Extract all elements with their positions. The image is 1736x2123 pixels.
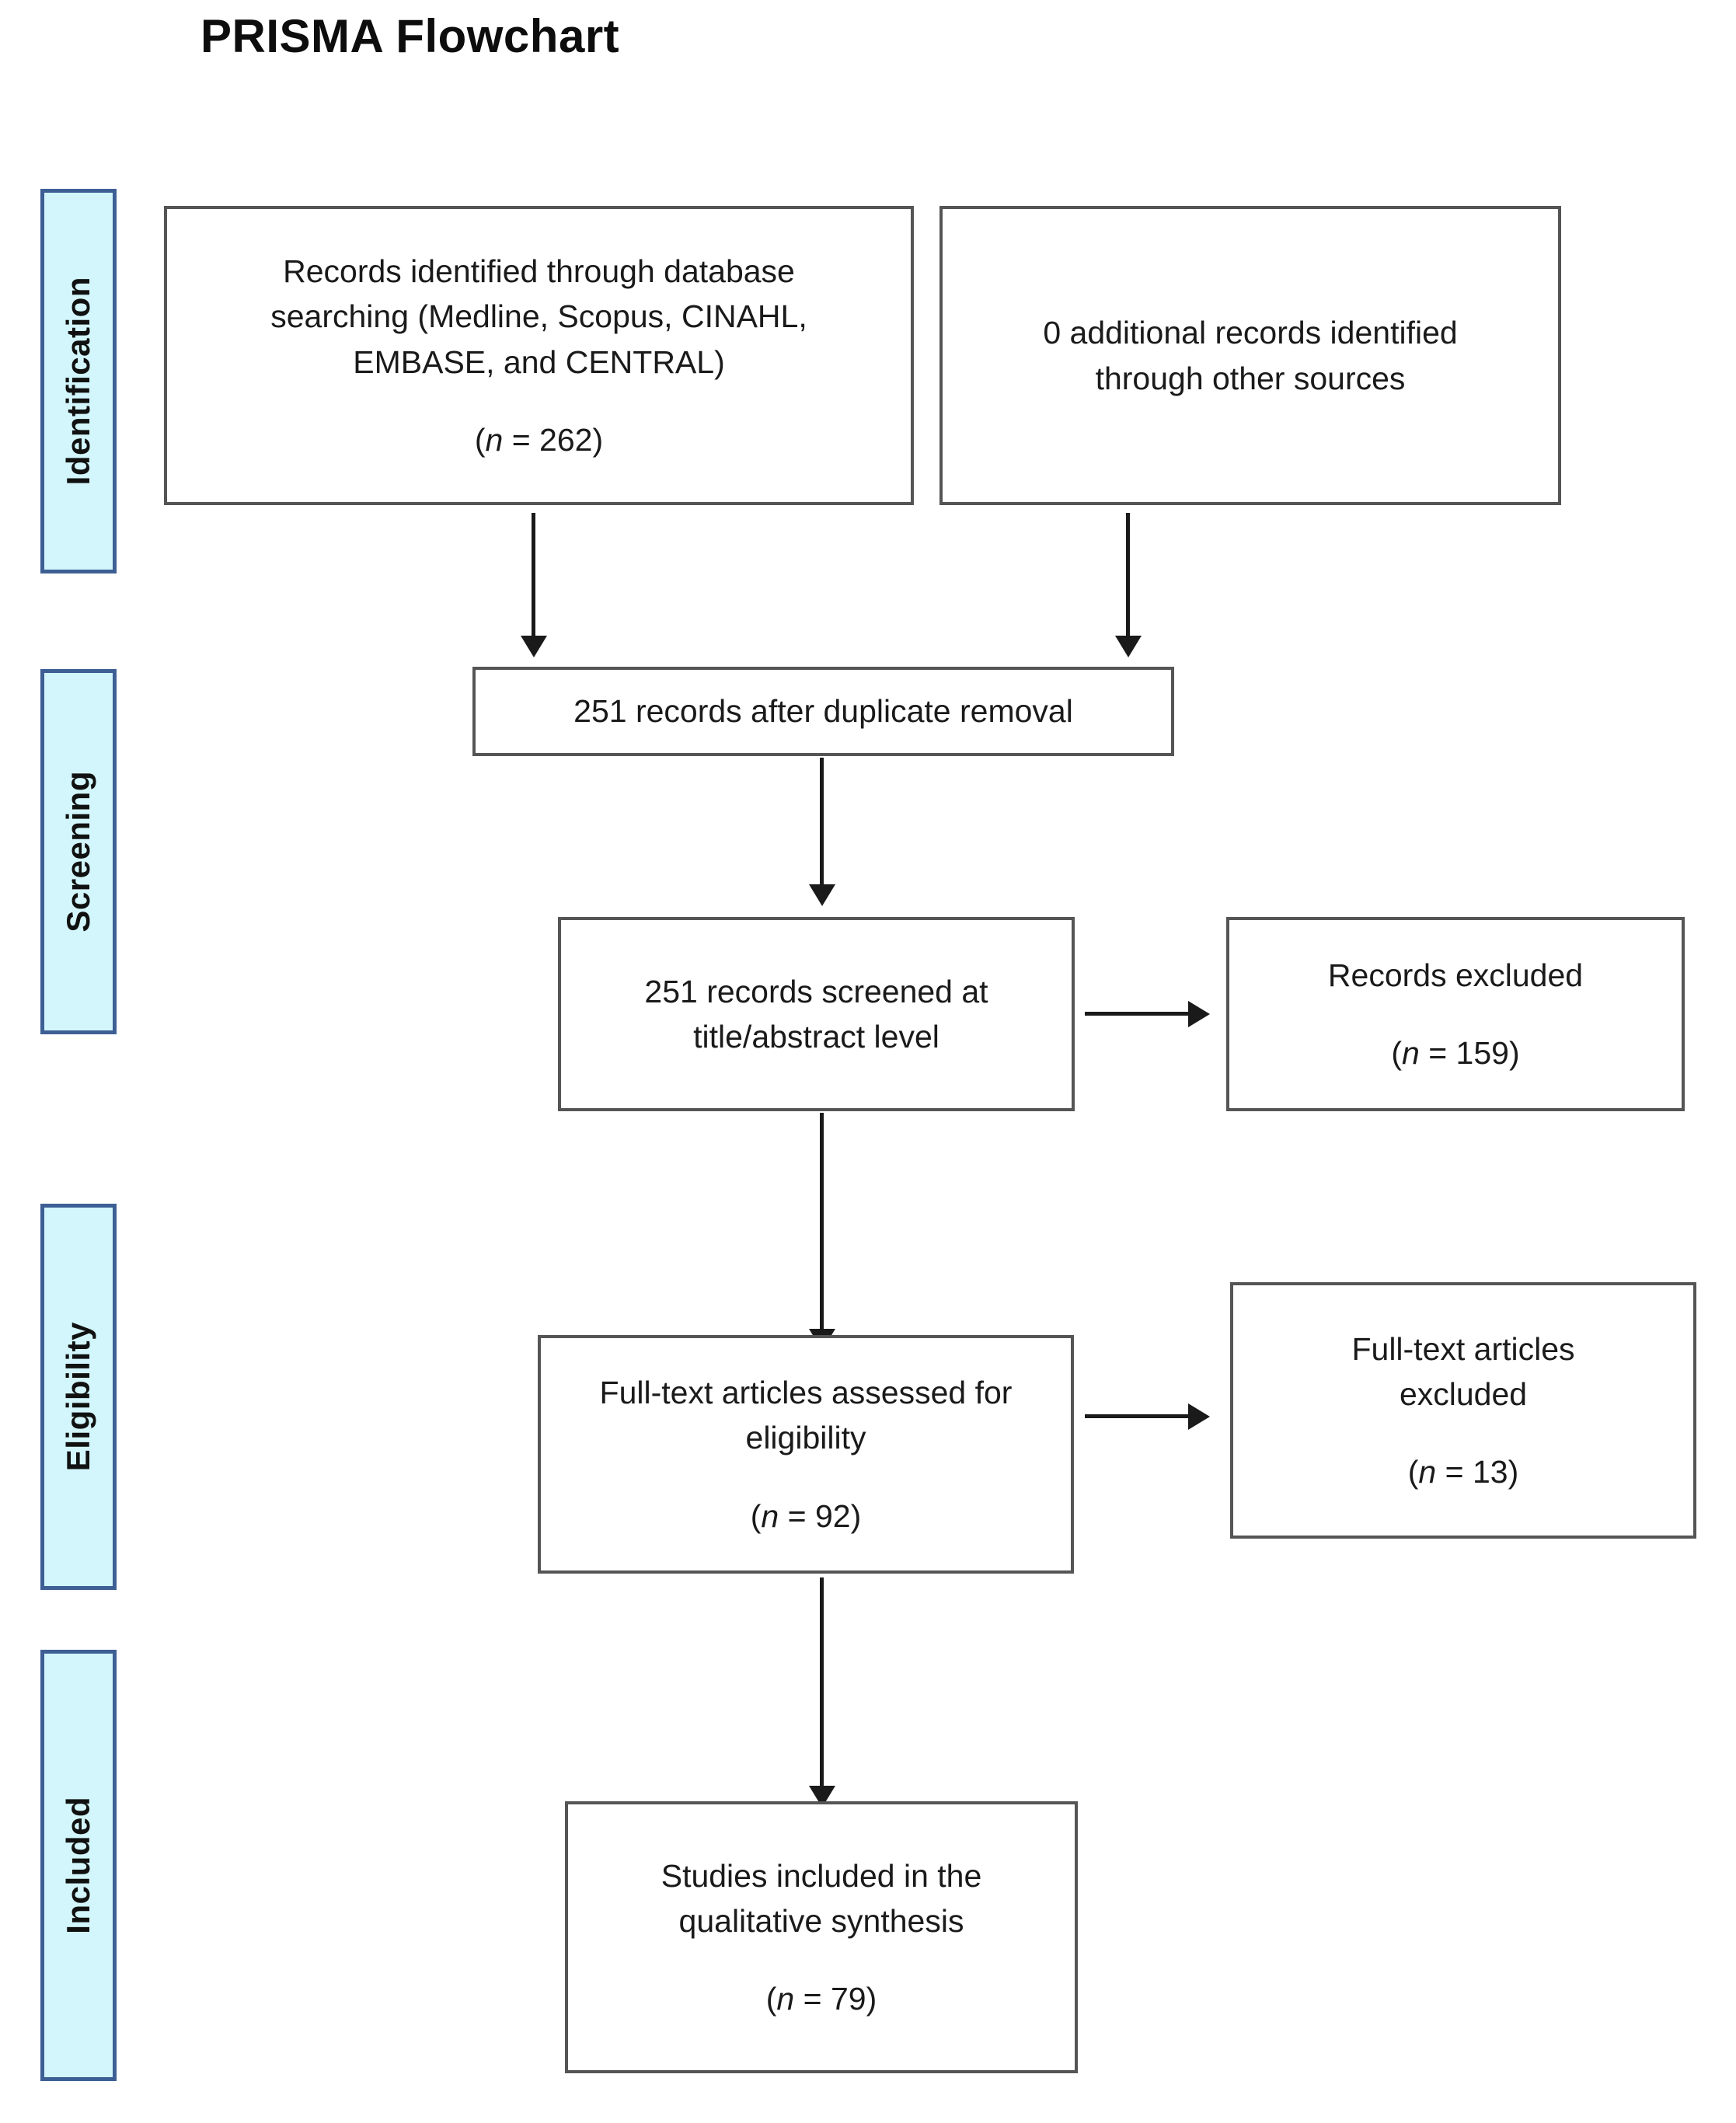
arrow-fulltext-to-excluded: [1085, 1414, 1190, 1418]
box-other-records: 0 additional records identified through …: [939, 206, 1561, 505]
box-screened: 251 records screened at title/abstract l…: [558, 917, 1075, 1111]
stage-included: Included: [40, 1650, 117, 2081]
database-records-line3: EMBASE, and CENTRAL): [353, 343, 725, 380]
arrow-duplicates-to-screened: [820, 758, 824, 886]
fulltext-excluded-line2: excluded: [1399, 1375, 1528, 1412]
arrow-other-to-duplicates: [1126, 513, 1130, 637]
arrow-database-to-duplicates: [532, 513, 535, 637]
stage-eligibility: Eligibility: [40, 1204, 117, 1590]
stage-screening: Screening: [40, 669, 117, 1034]
arrow-screened-to-excluded: [1085, 1012, 1190, 1016]
box-fulltext-assessed: Full-text articles assessed for eligibil…: [538, 1335, 1074, 1574]
screened-line2: title/abstract level: [693, 1019, 939, 1055]
box-included-studies: Studies included in the qualitative synt…: [565, 1801, 1078, 2073]
fulltext-excluded-line1: Full-text articles: [1351, 1330, 1575, 1367]
other-records-line1: 0 additional records identified: [1043, 315, 1458, 351]
box-database-records: Records identified through database sear…: [164, 206, 914, 505]
fulltext-assessed-line1: Full-text articles assessed for: [599, 1375, 1013, 1411]
arrow-screened-to-fulltext: [820, 1113, 824, 1330]
other-records-line2: through other sources: [1095, 360, 1406, 396]
fulltext-assessed-count: (n = 92): [750, 1497, 862, 1534]
box-after-duplicates: 251 records after duplicate removal: [472, 667, 1174, 756]
fulltext-assessed-line2: eligibility: [745, 1420, 866, 1456]
included-studies-count: (n = 79): [765, 1981, 877, 2017]
records-excluded-line1: Records excluded: [1327, 957, 1584, 993]
included-studies-line2: qualitative synthesis: [678, 1902, 964, 1939]
page-title: PRISMA Flowchart: [200, 10, 620, 62]
records-excluded-count: (n = 159): [1391, 1035, 1520, 1071]
stage-included-label: Included: [60, 1797, 96, 1934]
stage-identification: Identification: [40, 189, 117, 573]
database-records-line2: searching (Medline, Scopus, CINAHL,: [270, 298, 807, 335]
box-fulltext-excluded: Full-text articles excluded (n = 13): [1230, 1282, 1696, 1539]
fulltext-excluded-count: (n = 13): [1407, 1454, 1519, 1490]
after-duplicates-line1: 251 records after duplicate removal: [573, 693, 1073, 730]
stage-identification-label: Identification: [60, 277, 96, 486]
stage-screening-label: Screening: [60, 771, 96, 933]
arrow-fulltext-to-included: [820, 1577, 824, 1787]
database-records-line1: Records identified through database: [283, 253, 795, 290]
screened-line1: 251 records screened at: [644, 973, 988, 1009]
included-studies-line1: Studies included in the: [661, 1857, 982, 1894]
database-records-count: (n = 262): [474, 421, 604, 458]
box-records-excluded: Records excluded (n = 159): [1226, 917, 1685, 1111]
stage-eligibility-label: Eligibility: [60, 1322, 96, 1472]
